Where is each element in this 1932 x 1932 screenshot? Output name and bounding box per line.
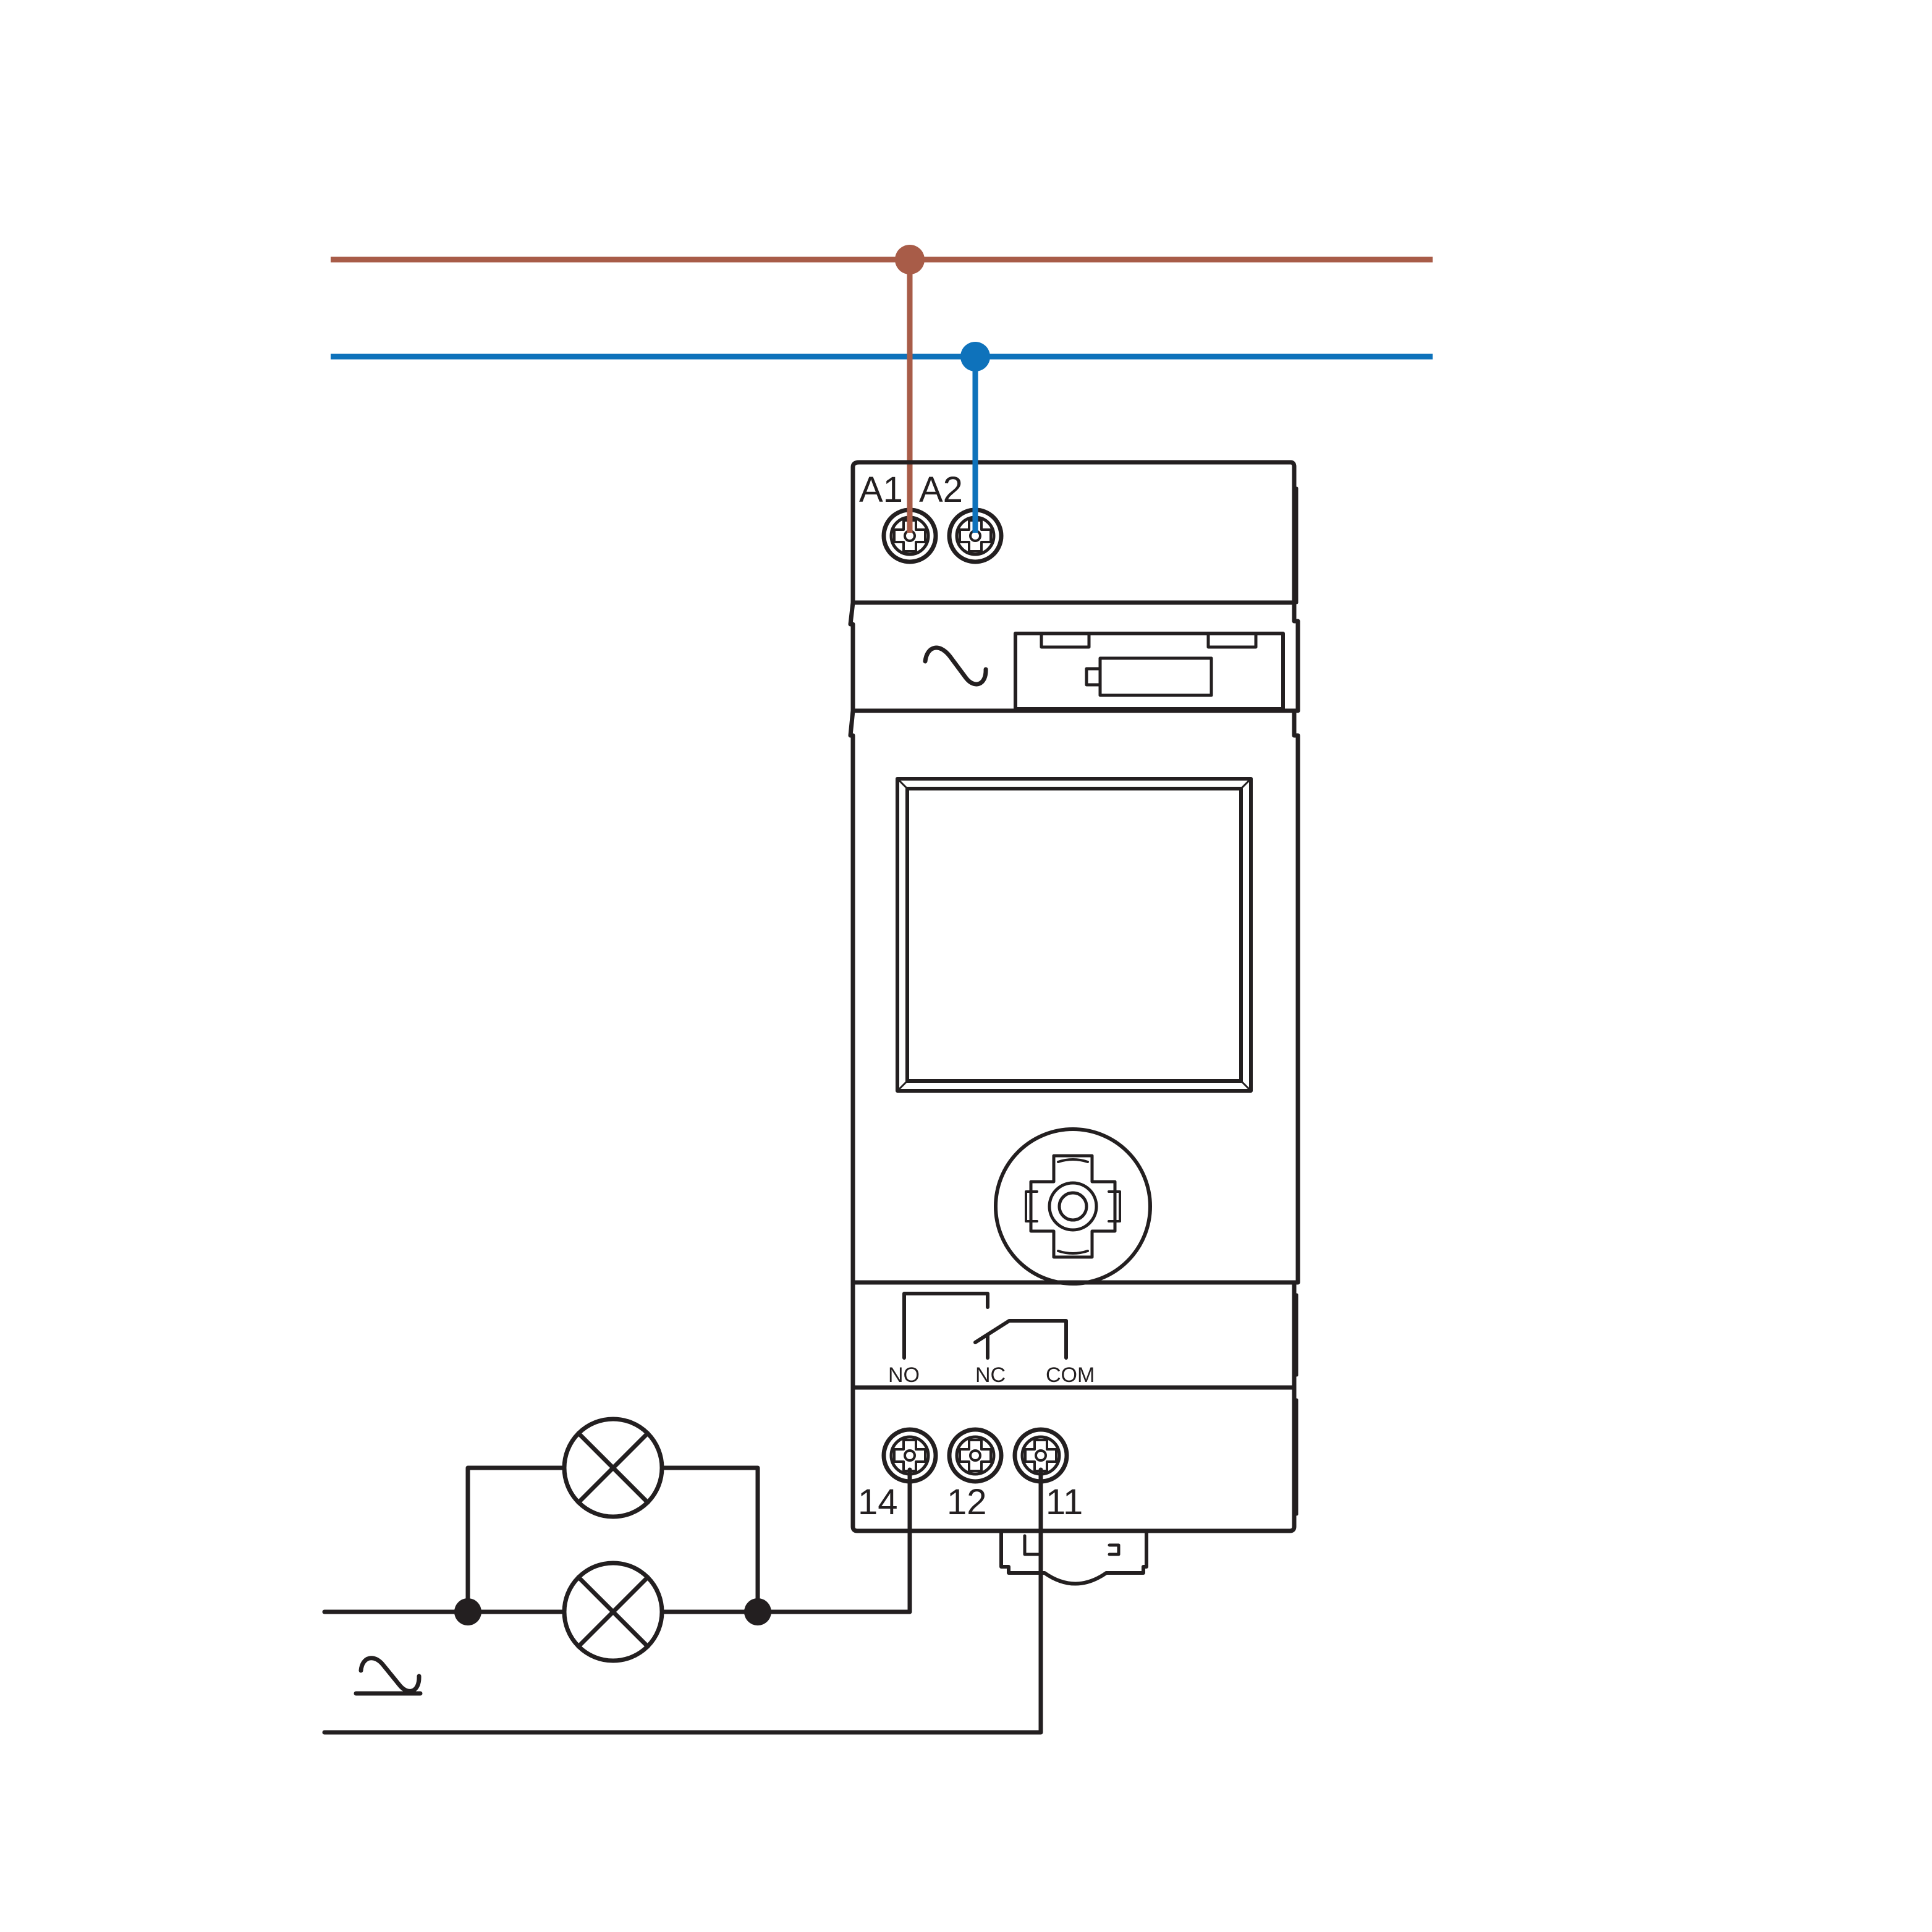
bottom-module-outline [850, 1385, 1297, 1533]
battery-compartment [1014, 632, 1285, 711]
branch-junction-right [744, 1598, 771, 1625]
battery-band-outline [848, 600, 1300, 713]
ac-sine-icon [923, 645, 988, 687]
battery-icon [1085, 656, 1213, 697]
supply-bus [331, 245, 1433, 533]
contact-label-com: COM [1046, 1363, 1095, 1387]
main-body-outline [848, 708, 1300, 1285]
load-wire-to-14 [755, 1467, 912, 1614]
terminal-label-14: 14 [858, 1482, 898, 1522]
load-neutral-wire [322, 1467, 1043, 1735]
neutral-junction-dot [960, 342, 990, 371]
parallel-branch-left [465, 1465, 567, 1614]
terminal-label-a2: A2 [919, 470, 963, 510]
branch-junction-left [454, 1598, 481, 1625]
terminal-label-12: 12 [947, 1482, 987, 1522]
terminal-label-11: 11 [1046, 1482, 1083, 1522]
selector-knob-icon[interactable] [994, 1127, 1152, 1286]
relay-contact-symbol [902, 1292, 1068, 1360]
terminal-label-a1: A1 [859, 470, 903, 510]
contact-label-nc: NC [975, 1363, 1006, 1387]
din-rail-clip [999, 1529, 1148, 1586]
display-window [896, 777, 1253, 1093]
contact-label-no: NO [888, 1363, 920, 1387]
battery-cover-latch-left [1040, 633, 1091, 649]
lamp-icon [562, 1561, 664, 1663]
relay-no-path [902, 1292, 989, 1360]
relay-com-path [973, 1319, 1068, 1360]
line-junction-dot [895, 245, 925, 274]
load-circuit [322, 1417, 1043, 1735]
timer-device [848, 460, 1300, 1586]
battery-cover-latch-right [1206, 633, 1258, 649]
lamp-icon [562, 1417, 664, 1519]
battery-cover [1014, 632, 1285, 711]
ac-sine-icon [354, 1656, 423, 1696]
parallel-branch-right [659, 1465, 760, 1614]
terminal-12-screw[interactable] [947, 1427, 1004, 1484]
